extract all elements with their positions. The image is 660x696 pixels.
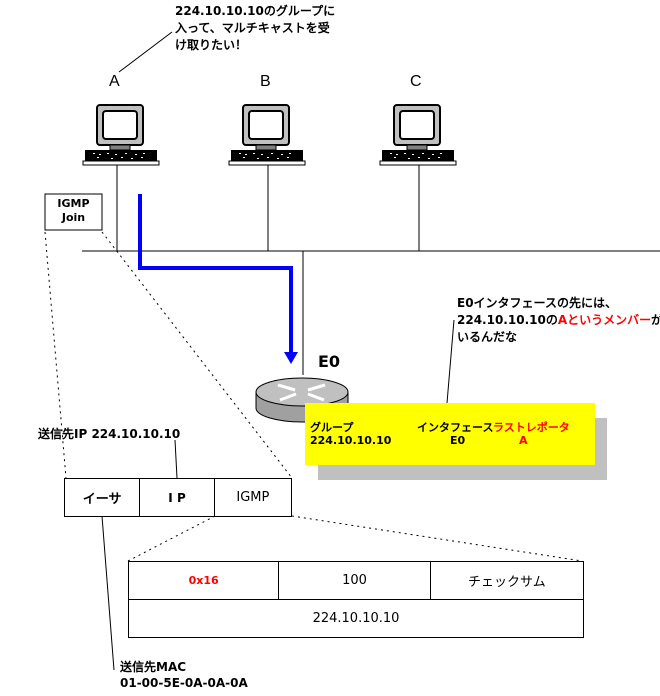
igmp-join-line2: Join <box>61 211 86 224</box>
packet-frame: イーサ I P IGMP <box>64 478 292 517</box>
igmp-group-address: 224.10.10.10 <box>312 611 400 626</box>
computer-icon-a <box>82 104 160 166</box>
igmp-join-box <box>44 193 103 231</box>
dest-mac-value: 01-00-5E-0A-0A-0A <box>120 676 248 690</box>
line2-prefix: 224.10.10.10の <box>457 313 558 327</box>
callout-router-line2: 224.10.10.10のAというメンバーが <box>457 312 660 329</box>
computer-icon-c <box>379 104 457 166</box>
cell-group: 224.10.10.10 <box>310 434 392 447</box>
igmp-checksum: チェックサム <box>467 575 546 590</box>
callout-router-line1: E0インタフェースの先には、 <box>457 296 617 310</box>
header-interface: インタフェース <box>417 421 494 434</box>
line2-suffix: が <box>651 313 660 327</box>
frame-igmp: IGMP <box>236 490 270 505</box>
host-label-a: A <box>109 73 120 90</box>
dest-ip-label: 送信先IP 224.10.10.10 <box>38 427 181 441</box>
dest-mac-label: 送信先MAC <box>120 660 187 674</box>
header-group: グループ <box>310 421 354 434</box>
router-interface-label: E0 <box>318 352 341 371</box>
frame-ip: I P <box>140 479 215 516</box>
callout-line-2: 入って、マルチキャストを受 <box>175 21 330 35</box>
igmp-max-resp: 100 <box>279 562 431 599</box>
zoom-line-right <box>101 231 293 479</box>
igmp-expand-right <box>291 515 583 562</box>
arrow-head-icon <box>284 352 298 364</box>
line2-highlight: Aというメンバー <box>557 313 652 327</box>
callout-router-line3: いるんだな <box>457 330 518 344</box>
host-label-c: C <box>410 73 422 90</box>
computer-icon-b <box>228 104 306 166</box>
callout-router: E0インタフェースの先には、 224.10.10.10のAというメンバーが いる… <box>457 295 660 346</box>
mac-label-line <box>101 515 115 671</box>
igmp-join-line1: IGMP <box>57 197 90 210</box>
callout-line-3: け取りたい！ <box>175 38 248 52</box>
zoom-line-left <box>44 231 67 479</box>
igmp-join-label: IGMP Join <box>45 197 102 225</box>
igmp-packet: 0x16 100 チェックサム 224.10.10.10 <box>128 561 584 638</box>
multicast-path-arrow <box>138 194 293 352</box>
host-label-b: B <box>260 73 271 90</box>
callout-line-a <box>118 31 173 73</box>
cell-last-reporter: A <box>519 434 528 447</box>
igmp-type: 0x16 <box>129 562 280 599</box>
callout-line-router <box>446 319 455 404</box>
callout-line-1: 224.10.10.10のグループに <box>175 4 336 18</box>
header-last-reporter: ラストレポータ <box>493 421 570 434</box>
callout-host-a: 224.10.10.10のグループに 入って、マルチキャストを受 け取りたい！ <box>175 3 335 54</box>
group-table: グループ インタフェース ラストレポータ 224.10.10.10 E0 A <box>305 403 595 465</box>
dest-mac: 送信先MAC 01-00-5E-0A-0A-0A <box>120 659 248 691</box>
igmp-expand-left <box>127 515 216 562</box>
cell-interface: E0 <box>450 434 466 447</box>
frame-ether: イーサ <box>65 479 141 516</box>
ip-label-line <box>174 439 178 479</box>
